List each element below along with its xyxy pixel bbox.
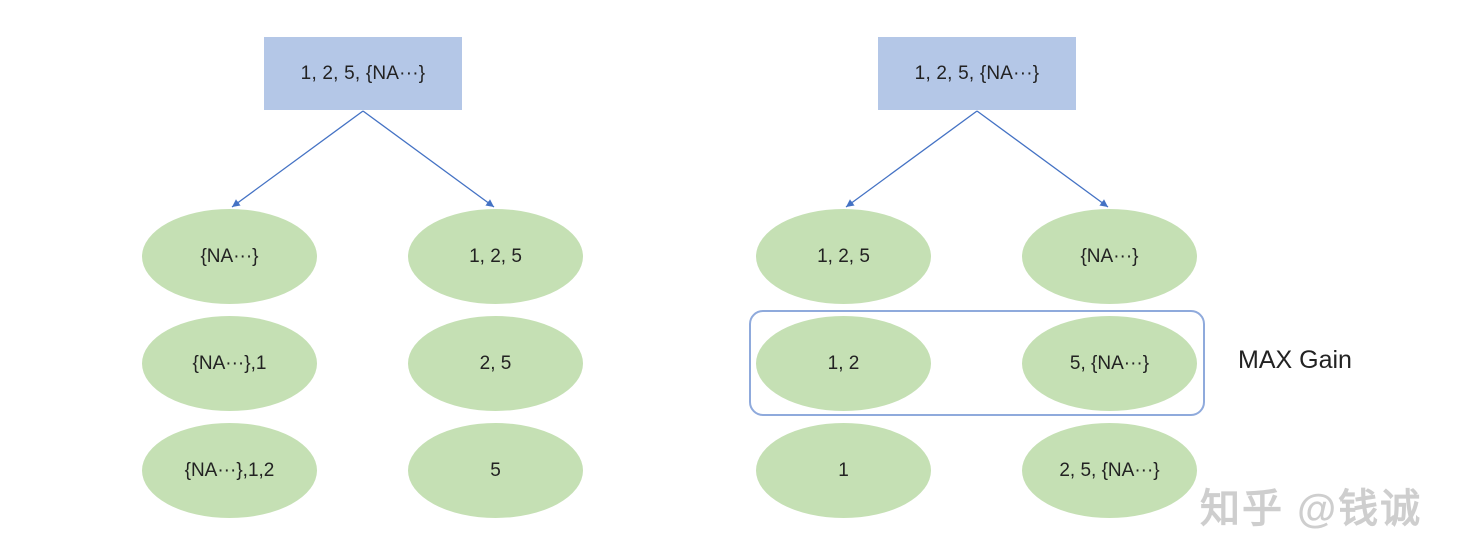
edge-right-tree-to-right-child [976,110,1109,208]
right-tree-row2-left: 1, 2 [756,316,931,411]
left-tree-row3-right: 5 [408,423,583,518]
left-tree-row2-left: {NA···},1 [142,316,317,411]
edge-left-tree-to-left-child [231,110,364,208]
edge-right-tree-to-left-child [845,110,978,208]
right-tree-row3-right: 2, 5, {NA···} [1022,423,1197,518]
left-tree-row1-right: 1, 2, 5 [408,209,583,304]
left-tree-row1-left: {NA···} [142,209,317,304]
left-tree-root: 1, 2, 5, {NA···} [264,37,462,110]
max-gain-highlight-frame [749,310,1205,416]
left-tree-row2-right: 2, 5 [408,316,583,411]
right-tree-row3-left: 1 [756,423,931,518]
left-tree-row3-left: {NA···},1,2 [142,423,317,518]
right-tree-root: 1, 2, 5, {NA···} [878,37,1076,110]
edge-left-tree-to-right-child [362,110,495,208]
right-tree-row1-left: 1, 2, 5 [756,209,931,304]
max-gain-label: MAX Gain [1238,346,1352,374]
right-tree-row1-right: {NA···} [1022,209,1197,304]
watermark: 知乎 @钱诚 [1200,487,1423,531]
right-tree-row2-right: 5, {NA···} [1022,316,1197,411]
